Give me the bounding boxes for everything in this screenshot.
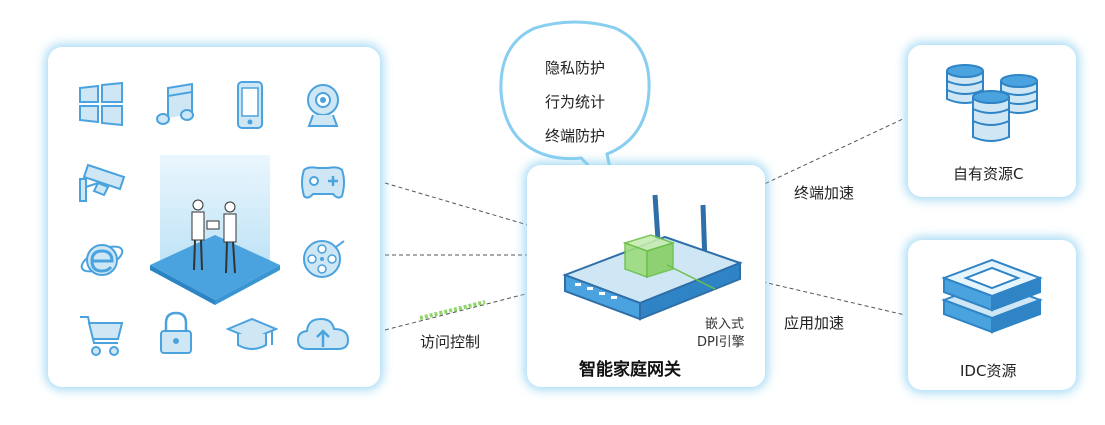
access-control-beam [419,300,486,320]
gamepad-icon[interactable] [298,162,348,202]
shopping-cart-icon[interactable] [78,313,126,357]
bubble-item-behavior: 行为统计 [544,93,605,111]
database-icon [946,64,1038,142]
windows-icon[interactable] [78,82,124,126]
own-resource-panel: 自有资源C [908,45,1076,197]
cloud-upload-icon[interactable] [296,313,350,355]
graduation-cap-icon[interactable] [226,315,278,355]
gateway-panel: 嵌入式 DPI引擎 智能家庭网关 [527,165,765,387]
access-control-label: 访问控制 [420,333,481,351]
bubble-item-terminal: 终端防护 [544,127,605,145]
cctv-camera-icon[interactable] [78,159,128,205]
gateway-title: 智能家庭网关 [579,360,681,380]
feature-bubble: 隐私防护 行为统计 终端防护 [505,55,645,155]
phone-icon[interactable] [236,80,264,130]
idc-resource-panel: IDC资源 [908,240,1076,390]
server-icon [941,258,1043,334]
router-icon [562,194,743,321]
ie-browser-icon[interactable] [78,235,126,283]
music-icon[interactable] [156,82,196,128]
users-platform-illustration [150,155,280,305]
idc-resource-label: IDC资源 [960,362,1017,380]
lock-icon[interactable] [158,309,194,357]
device-panel [48,47,380,387]
own-resource-label: 自有资源C [953,165,1024,183]
dpi-label-line2: DPI引擎 [697,335,745,350]
webcam-icon[interactable] [303,82,343,130]
film-reel-icon[interactable] [300,235,348,283]
dpi-label-line1: 嵌入式 [705,317,745,332]
bubble-item-privacy: 隐私防护 [544,59,605,77]
app-accel-label: 应用加速 [784,314,845,332]
terminal-accel-label: 终端加速 [794,184,855,202]
